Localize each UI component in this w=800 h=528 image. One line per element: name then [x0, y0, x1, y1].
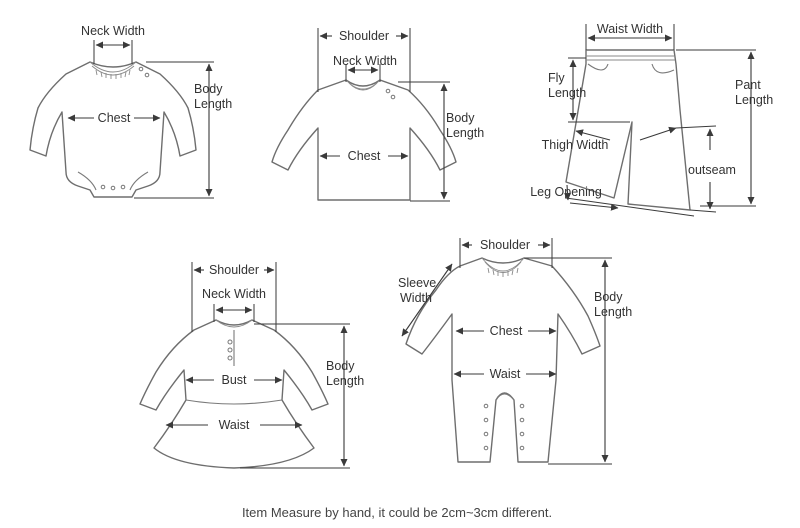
shirt-neck-width-label: Neck Width [333, 54, 397, 68]
bodysuit-body-length-label-2: Length [194, 97, 232, 111]
dress-shoulder-label: Shoulder [209, 263, 259, 277]
measurement-note: Item Measure by hand, it could be 2cm~3c… [242, 505, 552, 520]
pants-pant-length-label-2: Length [735, 93, 773, 107]
dress-waist-label: Waist [219, 418, 250, 432]
dress-diagram: Shoulder Neck Width Bust Waist Body Leng… [139, 262, 364, 469]
shirt-outline [271, 79, 457, 201]
pants-pant-length-label-1: Pant [735, 78, 761, 92]
dress-outline [139, 319, 329, 469]
pants-outseam-label: outseam [688, 163, 736, 177]
bodysuit-neck-width-label: Neck Width [81, 24, 145, 38]
romper-sleeve-width-label-2: Width [400, 291, 432, 305]
pants-waist-width-label: Waist Width [597, 22, 663, 36]
romper-sleeve-width-label-1: Sleeve [398, 276, 436, 290]
romper-shoulder-label: Shoulder [480, 238, 530, 252]
romper-body-length-label-1: Body [594, 290, 623, 304]
shirt-body-length-label-1: Body [446, 111, 475, 125]
bodysuit-body-length-label-1: Body [194, 82, 223, 96]
shirt-diagram: Shoulder Neck Width Chest Body Length [271, 28, 484, 202]
romper-body-length-label-2: Length [594, 305, 632, 319]
pants-thigh-width-label: Thigh Width [542, 138, 609, 152]
shirt-body-length-label-2: Length [446, 126, 484, 140]
pants-fly-length-label-1: Fly [548, 71, 565, 85]
dress-bust-label: Bust [221, 373, 247, 387]
shirt-shoulder-label: Shoulder [339, 29, 389, 43]
pants-leg-opening-label: Leg Opening [530, 185, 602, 199]
romper-waist-label: Waist [490, 367, 521, 381]
bodysuit-diagram: Neck Width Chest Body Length [29, 24, 232, 199]
bodysuit-outline [29, 61, 197, 198]
dress-body-length-label-1: Body [326, 359, 355, 373]
dress-body-length-label-2: Length [326, 374, 364, 388]
romper-chest-label: Chest [490, 324, 523, 338]
pants-fly-length-label-2: Length [548, 86, 586, 100]
pants-outline [565, 49, 691, 211]
pants-diagram: Waist Width Fly Length Pant Length Thigh… [530, 22, 773, 217]
romper-diagram: Shoulder Sleeve Width Chest Waist Body L… [398, 238, 632, 465]
bodysuit-chest-label: Chest [98, 111, 131, 125]
dress-neck-width-label: Neck Width [202, 287, 266, 301]
shirt-chest-label: Chest [348, 149, 381, 163]
